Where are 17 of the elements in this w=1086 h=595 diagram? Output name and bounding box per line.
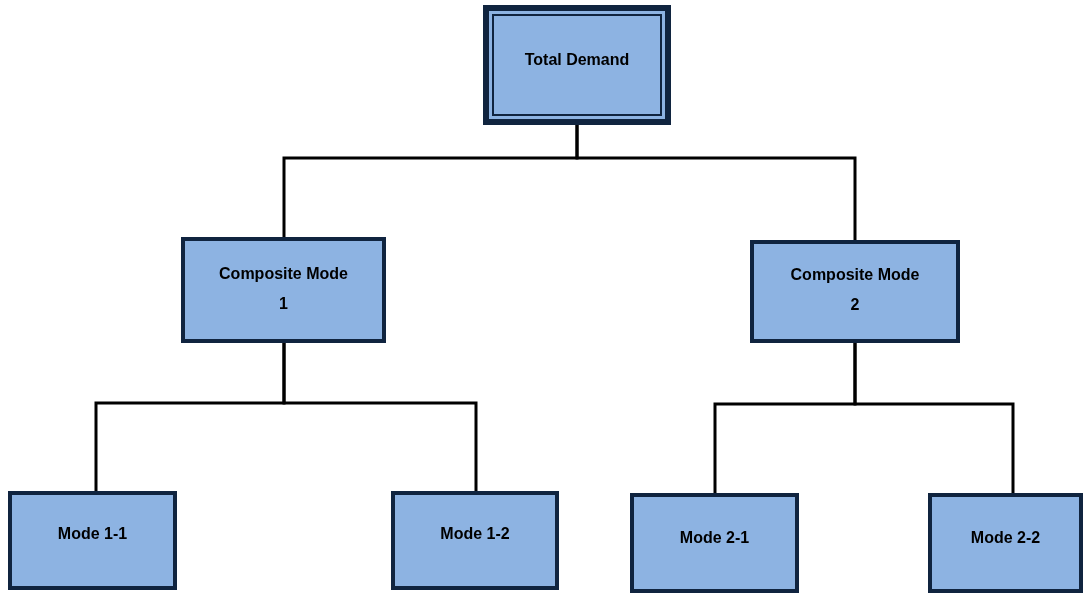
process-box	[928, 493, 1083, 593]
box-label: Composite Mode 1	[218, 264, 349, 314]
process-box	[750, 240, 960, 343]
box-label: Mode 1-1	[57, 524, 128, 544]
box-label: Mode 2-2	[970, 528, 1041, 548]
process-box	[181, 237, 386, 343]
process-box	[8, 491, 177, 590]
box-label: Total Demand	[524, 50, 630, 70]
connector-line	[853, 343, 1015, 493]
box-label: Mode 1-2	[440, 524, 510, 544]
process-box	[630, 493, 799, 593]
process-box	[483, 5, 671, 125]
connector-line	[575, 125, 857, 240]
box-label: Mode 2-1	[679, 528, 750, 548]
connector-line	[282, 343, 478, 491]
box-label: Composite Mode 2	[789, 265, 921, 315]
process-box	[391, 491, 559, 590]
